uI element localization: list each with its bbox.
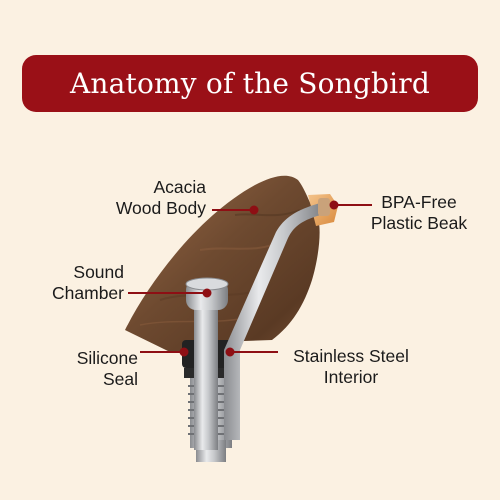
callout-interior: Stainless Steel Interior — [276, 346, 426, 388]
leader-lines — [128, 200, 372, 357]
callout-sound-chamber: Sound Chamber — [26, 262, 124, 304]
sound-chamber — [185, 277, 229, 450]
callout-beak-line1: BPA-Free — [381, 192, 457, 212]
callout-seal-line1: Silicone — [76, 348, 138, 368]
callout-interior-line1: Stainless Steel — [293, 346, 409, 366]
callout-wood-body: Acacia Wood Body — [96, 177, 206, 219]
callout-sound-chamber-line1: Sound — [73, 262, 124, 282]
callout-seal: Silicone Seal — [40, 348, 138, 390]
title-banner: Anatomy of the Songbird — [22, 55, 478, 112]
callout-beak-line2: Plastic Beak — [370, 213, 468, 233]
callout-wood-body-line2: Wood Body — [115, 198, 206, 218]
callout-beak: BPA-Free Plastic Beak — [356, 192, 482, 234]
wood-body — [125, 175, 320, 352]
callout-seal-line2: Seal — [102, 369, 138, 389]
callout-wood-body-line1: Acacia — [153, 177, 206, 197]
steel-interior-tube — [224, 198, 330, 440]
page-title: Anatomy of the Songbird — [70, 67, 430, 100]
callout-sound-chamber-line2: Chamber — [52, 283, 124, 303]
callout-interior-line2: Interior — [323, 367, 379, 387]
